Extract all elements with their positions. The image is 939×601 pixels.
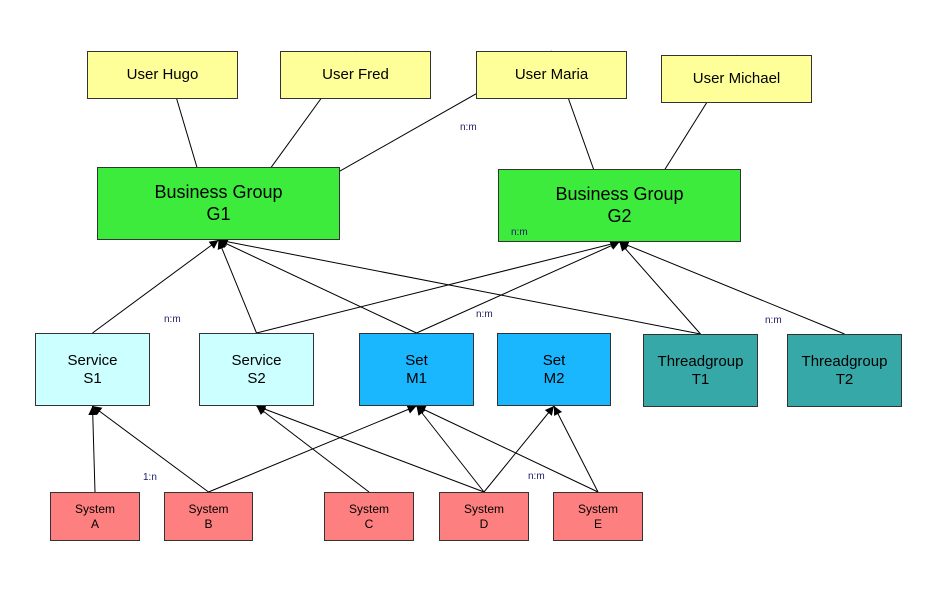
node-id: T2 [835, 370, 854, 388]
edge-se-to-m1 [416, 405, 599, 493]
business-group-g2-box: Business Group G2 n:m [498, 169, 741, 242]
edge-m1-to-g2 [416, 241, 620, 334]
system-c-box: System C [324, 492, 414, 541]
node-id: E [593, 516, 602, 531]
edge-sb-to-s1 [92, 405, 209, 493]
user-hugo-box: User Hugo [87, 51, 238, 99]
edge-t2-to-g2 [619, 241, 845, 335]
system-e-box: System E [553, 492, 643, 541]
edge-se-to-m2 [553, 405, 599, 493]
edge-sd-to-s2 [256, 404, 485, 493]
node-label: System [463, 501, 504, 516]
edge-s2-to-g1 [217, 239, 257, 334]
edge-sd-to-m1 [416, 405, 485, 493]
user-michael-box: User Michael [661, 55, 812, 103]
system-d-box: System D [439, 492, 529, 541]
node-label: System [188, 501, 229, 516]
edge-sd-to-m2 [483, 405, 555, 493]
node-id: M2 [543, 369, 565, 387]
systems-sets-cardinality-label: n:m [528, 471, 545, 482]
node-label: Set [405, 351, 428, 369]
node-label: System [74, 501, 115, 516]
edge-s1-to-g1 [92, 239, 219, 334]
user-maria-box: User Maria [476, 51, 627, 99]
node-id: G2 [607, 205, 632, 226]
node-id: T1 [691, 370, 710, 388]
services-groups-cardinality-label: n:m [164, 314, 181, 325]
node-id: A [90, 516, 99, 531]
node-label: Set [542, 351, 566, 369]
node-label: Threadgroup [801, 352, 888, 370]
edge-t1-to-g1 [218, 237, 701, 335]
threadgroups-groups-cardinality-label: n:m [765, 315, 782, 326]
node-label: User Maria [514, 66, 589, 83]
system-b-box: System B [164, 492, 253, 541]
set-m1-box: Set M1 [359, 333, 474, 406]
node-label: System [348, 501, 389, 516]
user-fred-box: User Fred [280, 51, 431, 99]
edge-sc-to-s2 [256, 405, 370, 493]
sets-groups-cardinality-label: n:m [476, 309, 493, 320]
node-label: User Hugo [126, 66, 199, 83]
threadgroup-t1-box: Threadgroup T1 [643, 334, 758, 407]
service-s2-box: Service S2 [199, 333, 314, 406]
node-id: G1 [206, 203, 231, 224]
node-id: S1 [83, 369, 102, 387]
node-label: Threadgroup [657, 352, 744, 370]
node-id: M1 [406, 369, 427, 387]
edge-s2-to-g2 [256, 239, 620, 334]
business-group-g1-box: Business Group G1 [97, 167, 340, 240]
set-m2-box: Set M2 [497, 333, 611, 406]
node-label: Service [231, 351, 282, 369]
node-id: D [479, 516, 489, 531]
threadgroup-t2-box: Threadgroup T2 [787, 334, 902, 407]
system-a-box: System A [50, 492, 140, 541]
edge-m1-to-g1 [218, 239, 417, 334]
node-label: User Fred [322, 66, 389, 83]
node-label: User Michael [692, 70, 781, 87]
systems-services-cardinality-label: 1:n [143, 472, 157, 483]
node-id: C [364, 516, 374, 531]
node-label: Business Group [555, 183, 684, 204]
node-id: S2 [247, 369, 266, 387]
service-s1-box: Service S1 [35, 333, 150, 406]
node-label: Service [67, 351, 118, 369]
node-id: B [204, 516, 213, 531]
node-label: Business Group [154, 181, 283, 202]
edge-t1-to-g2 [619, 241, 701, 335]
cardinality-note: n:m [511, 227, 528, 238]
users-groups-cardinality-label: n:m [460, 122, 477, 133]
edge-sa-to-s1 [88, 405, 98, 493]
node-label: System [577, 501, 618, 516]
